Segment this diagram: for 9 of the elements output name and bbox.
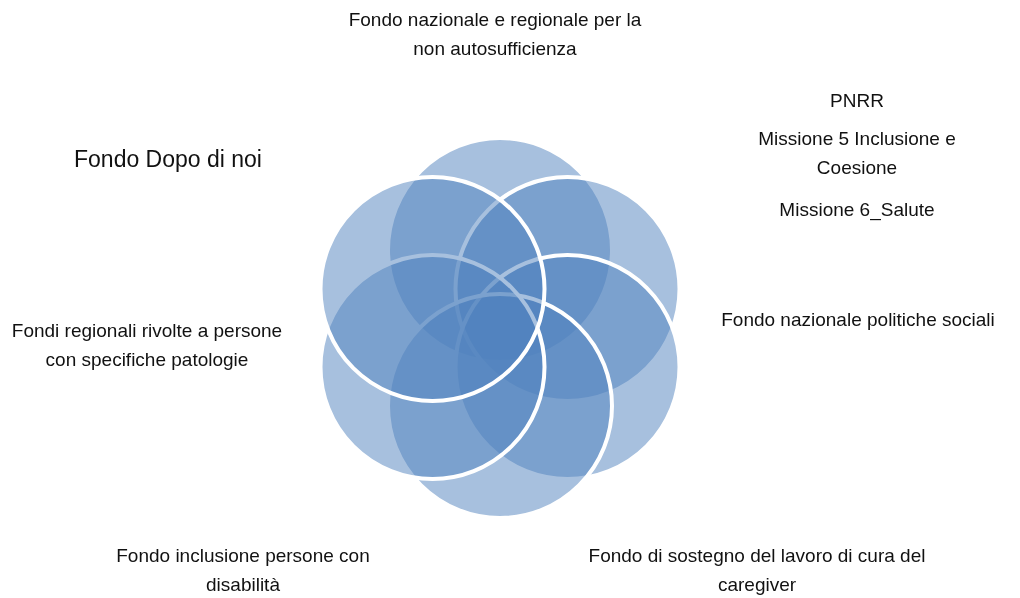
fund-label: Fondo inclusione persone con disabilità <box>115 544 371 597</box>
fund-label: Fondo nazionale e regionale per la non autosufficienza <box>347 8 643 61</box>
fund-label: PNRR <box>829 89 885 113</box>
fund-label: Missione 5 Inclusione e Coesione <box>757 127 957 180</box>
fund-label: Missione 6_Salute <box>778 198 936 223</box>
fund-label: Fondo nazionale politiche sociali <box>720 308 996 332</box>
fund-label: Fondo di sostegno del lavoro di cura del caregiver <box>587 544 927 597</box>
fund-label: Fondi regionali rivolte a persone con specifiche patologie <box>10 319 284 372</box>
fund-label: Fondo Dopo di noi <box>73 145 263 174</box>
